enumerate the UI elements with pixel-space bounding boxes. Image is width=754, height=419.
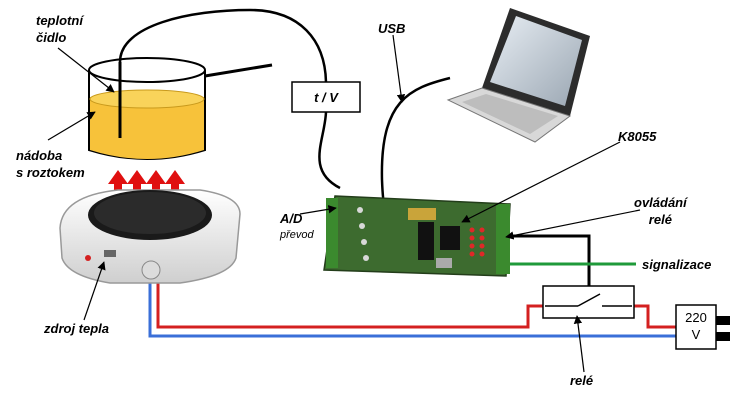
label-relay-control: ovládání relé <box>634 194 687 228</box>
label-voltage: 220 V <box>676 309 716 343</box>
arrow-board <box>461 141 621 223</box>
arrow-sensor <box>57 47 115 93</box>
hotplate <box>59 189 241 284</box>
label-voltage-value: 220 <box>685 310 707 325</box>
arrow-relay <box>573 315 585 373</box>
label-voltage-unit: V <box>691 327 701 342</box>
label-usb: USB <box>378 21 406 36</box>
label-converter: t / V <box>314 90 338 105</box>
label-relay-control-line2: relé <box>648 212 672 227</box>
red-wire <box>156 282 545 329</box>
converter-to-board-cable <box>318 111 341 190</box>
label-ad-line2: převod <box>280 229 314 241</box>
arrow-usb <box>392 34 406 103</box>
heat-arrows <box>108 170 185 206</box>
plug-pin-top <box>716 316 730 325</box>
beaker <box>88 57 273 160</box>
label-ad-line1: A/D <box>280 211 303 226</box>
label-heat-source: zdroj tepla <box>44 321 110 336</box>
red-wire-right <box>632 304 676 329</box>
power-source-box <box>675 304 717 350</box>
label-vessel-line2: s roztokem <box>16 165 85 180</box>
label-sensor-line1: teplotní <box>36 13 83 28</box>
relay-box <box>542 285 635 319</box>
arrow-relay-control <box>505 209 641 240</box>
relay-switch-symbol <box>545 293 632 307</box>
plug-pin-bottom <box>716 332 730 341</box>
label-ad: A/D převod <box>280 210 314 244</box>
arrow-ad <box>299 205 337 215</box>
blue-wire <box>148 282 676 338</box>
k8055-board <box>323 195 511 277</box>
label-sensor: teplotní čidlo <box>36 12 83 46</box>
label-sensor-line2: čidlo <box>36 30 67 45</box>
relay-control-wire <box>505 234 591 286</box>
label-vessel: nádoba s roztokem <box>16 147 85 181</box>
label-relay: relé <box>570 373 594 388</box>
label-vessel-line1: nádoba <box>16 148 63 163</box>
label-board: K8055 <box>618 129 657 144</box>
converter-box <box>291 81 361 113</box>
arrow-vessel <box>47 111 96 141</box>
label-signaling: signalizace <box>642 257 712 272</box>
arrow-heat-source <box>83 261 106 321</box>
sensor-cable <box>118 8 328 83</box>
laptop <box>446 8 590 143</box>
label-relay-control-line1: ovládání <box>634 195 687 210</box>
